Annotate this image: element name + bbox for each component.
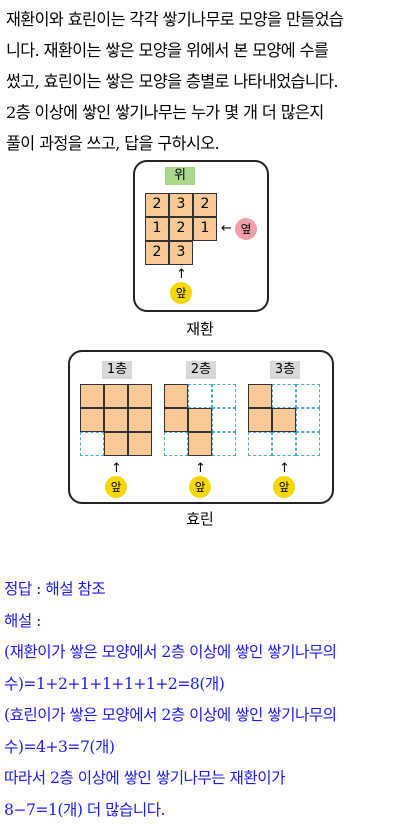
question-line: 풀이 과정을 쓰고, 답을 구하시오. <box>6 128 398 159</box>
up-arrow-icon: ↑ <box>111 462 122 476</box>
empty-cell <box>248 432 272 456</box>
filled-cell <box>128 432 152 456</box>
question-line: 재환이와 효린이는 각각 쌓기나무로 모양을 만들었습 <box>6 4 398 35</box>
filled-cell <box>104 432 128 456</box>
answer-text: 정답 : 해설 참조 해설 : (재환이가 쌓은 모양에서 2층 이상에 쌓인 … <box>4 574 400 826</box>
empty-cell <box>296 384 320 408</box>
top-view-cell: 3 <box>169 193 193 217</box>
filled-cell <box>80 408 104 432</box>
up-arrow-icon: ↑ <box>279 462 290 476</box>
filled-cell <box>164 408 188 432</box>
top-label: 위 <box>165 167 195 185</box>
empty-cell <box>80 432 104 456</box>
up-arrow-icon: ↑ <box>176 268 187 282</box>
filled-cell <box>248 384 272 408</box>
top-view-cell: 3 <box>169 241 193 265</box>
filled-cell <box>188 432 212 456</box>
top-view-cell: 2 <box>193 193 217 217</box>
top-view-cell: 2 <box>169 217 193 241</box>
empty-cell <box>272 384 296 408</box>
front-label: 앞 <box>273 476 295 498</box>
answer-line: 수)=4+3=7(개) <box>4 732 400 764</box>
top-view-cell: 2 <box>145 193 169 217</box>
top-view-cell: 2 <box>145 241 169 265</box>
filled-cell <box>104 384 128 408</box>
filled-cell <box>104 408 128 432</box>
answer-line: 수)=1+2+1+1+1+1+2=8(개) <box>4 669 400 701</box>
top-view-cell: 1 <box>193 217 217 241</box>
filled-cell <box>248 408 272 432</box>
floor-label: 1층 <box>102 361 132 379</box>
empty-cell <box>296 432 320 456</box>
empty-cell <box>296 408 320 432</box>
answer-line: 정답 : 해설 참조 <box>4 574 400 606</box>
filled-cell <box>128 384 152 408</box>
top-view-cell: 1 <box>145 217 169 241</box>
question-line: 2층 이상에 쌓인 쌓기나무는 누가 몇 개 더 많은지 <box>6 97 398 128</box>
question-text: 재환이와 효린이는 각각 쌓기나무로 모양을 만들었습 니다. 재환이는 쌓은 … <box>6 4 398 159</box>
answer-line: (효린이가 쌓은 모양에서 2층 이상에 쌓인 쌓기나무의 <box>4 700 400 732</box>
jaehwan-figure: 위 2 3 2 1 2 1 2 3 ← 옆 ↑ 앞 <box>133 160 269 312</box>
filled-cell <box>80 384 104 408</box>
empty-cell <box>212 432 236 456</box>
hyorin-caption: 효린 <box>170 508 230 529</box>
left-arrow-icon: ← <box>221 222 232 236</box>
floor-label: 2층 <box>186 361 216 379</box>
up-arrow-icon: ↑ <box>195 462 206 476</box>
answer-line: 해설 : <box>4 606 400 638</box>
jaehwan-caption: 재환 <box>170 318 230 339</box>
answer-line: 8−7=1(개) 더 많습니다. <box>4 795 400 826</box>
front-label: 앞 <box>189 476 211 498</box>
answer-line: (재환이가 쌓은 모양에서 2층 이상에 쌓인 쌓기나무의 <box>4 637 400 669</box>
question-line: 썼고, 효린이는 쌓은 모양을 층별로 나타내었습니다. <box>6 66 398 97</box>
front-label: 앞 <box>105 476 127 498</box>
filled-cell <box>164 384 188 408</box>
empty-cell <box>188 384 212 408</box>
empty-cell <box>212 408 236 432</box>
side-label: 옆 <box>235 218 257 240</box>
front-label: 앞 <box>170 282 192 304</box>
floor-label: 3층 <box>270 361 300 379</box>
filled-cell <box>188 408 212 432</box>
empty-cell <box>212 384 236 408</box>
filled-cell <box>128 408 152 432</box>
filled-cell <box>272 408 296 432</box>
empty-cell <box>164 432 188 456</box>
question-line: 니다. 재환이는 쌓은 모양을 위에서 본 모양에 수를 <box>6 35 398 66</box>
answer-line: 따라서 2층 이상에 쌓인 쌓기나무는 재환이가 <box>4 763 400 795</box>
empty-cell <box>272 432 296 456</box>
